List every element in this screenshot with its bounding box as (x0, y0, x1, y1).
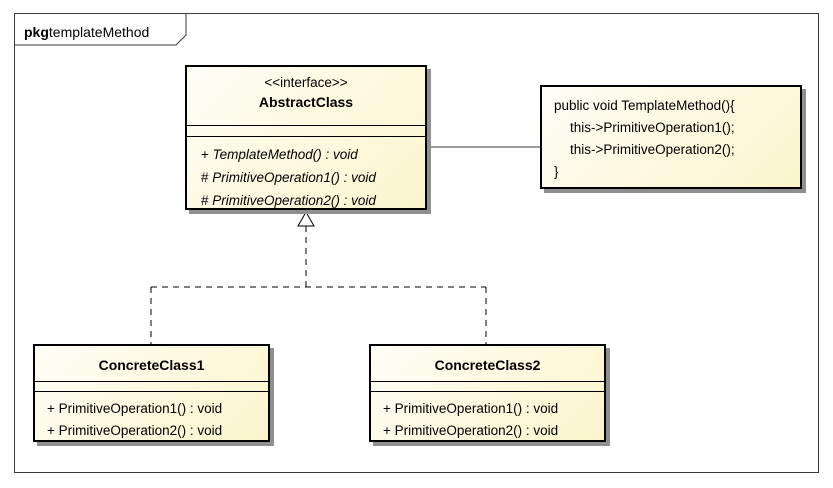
visibility-marker: + (201, 147, 209, 162)
operation-list: + PrimitiveOperation1() : void + Primiti… (371, 392, 604, 442)
note-line: public void TemplateMethod(){ (554, 98, 735, 113)
operation-item: # PrimitiveOperation2() : void (187, 189, 425, 212)
operation-list: + PrimitiveOperation1() : void + Primiti… (35, 392, 268, 442)
operation-compartment-divider (371, 391, 604, 392)
package-label: pkgtemplateMethod (24, 24, 149, 40)
abstract-class-header: <<interface>> AbstractClass (187, 67, 425, 112)
abstract-class-box[interactable]: <<interface>> AbstractClass + TemplateMe… (185, 65, 427, 210)
note-line: this->PrimitiveOperation2(); (570, 142, 735, 157)
attribute-compartment-divider (187, 125, 425, 126)
visibility-marker: # (201, 193, 209, 208)
operation-compartment-divider (187, 136, 425, 137)
operation-signature: PrimitiveOperation2() : void (212, 193, 376, 208)
operation-signature: PrimitiveOperation1() : void (212, 170, 376, 185)
concrete-class-1-box[interactable]: ConcreteClass1 + PrimitiveOperation1() :… (33, 344, 270, 442)
package-name: templateMethod (48, 24, 150, 40)
operation-signature: TemplateMethod() : void (212, 147, 358, 162)
visibility-marker: # (201, 170, 209, 185)
class-name: ConcreteClass2 (434, 357, 541, 373)
note-line: this->PrimitiveOperation1(); (570, 120, 735, 135)
stereotype-label: <<interface>> (264, 75, 348, 90)
concrete-class-2-box[interactable]: ConcreteClass2 + PrimitiveOperation1() :… (369, 344, 606, 442)
class-name: AbstractClass (258, 94, 354, 110)
operation-item: + PrimitiveOperation1() : void (47, 401, 223, 416)
operation-list: + TemplateMethod() : void # PrimitiveOpe… (187, 137, 425, 212)
package-frame (14, 13, 819, 473)
operation-item: + PrimitiveOperation2() : void (383, 423, 559, 438)
operation-item: + PrimitiveOperation2() : void (47, 423, 223, 438)
attribute-compartment-divider (371, 381, 604, 382)
operation-item: + PrimitiveOperation1() : void (383, 401, 559, 416)
realization-connector (150, 226, 487, 344)
note-line: } (554, 164, 559, 179)
package-keyword: pkg (24, 24, 49, 40)
package-tab-outline (14, 13, 187, 46)
operation-item: + TemplateMethod() : void (187, 143, 425, 166)
attribute-compartment-divider (35, 381, 268, 382)
code-note[interactable]: public void TemplateMethod(){ this->Prim… (540, 85, 802, 189)
operation-item: # PrimitiveOperation1() : void (187, 166, 425, 189)
realization-arrowhead (297, 210, 315, 227)
class-name: ConcreteClass1 (98, 357, 205, 373)
operation-compartment-divider (35, 391, 268, 392)
